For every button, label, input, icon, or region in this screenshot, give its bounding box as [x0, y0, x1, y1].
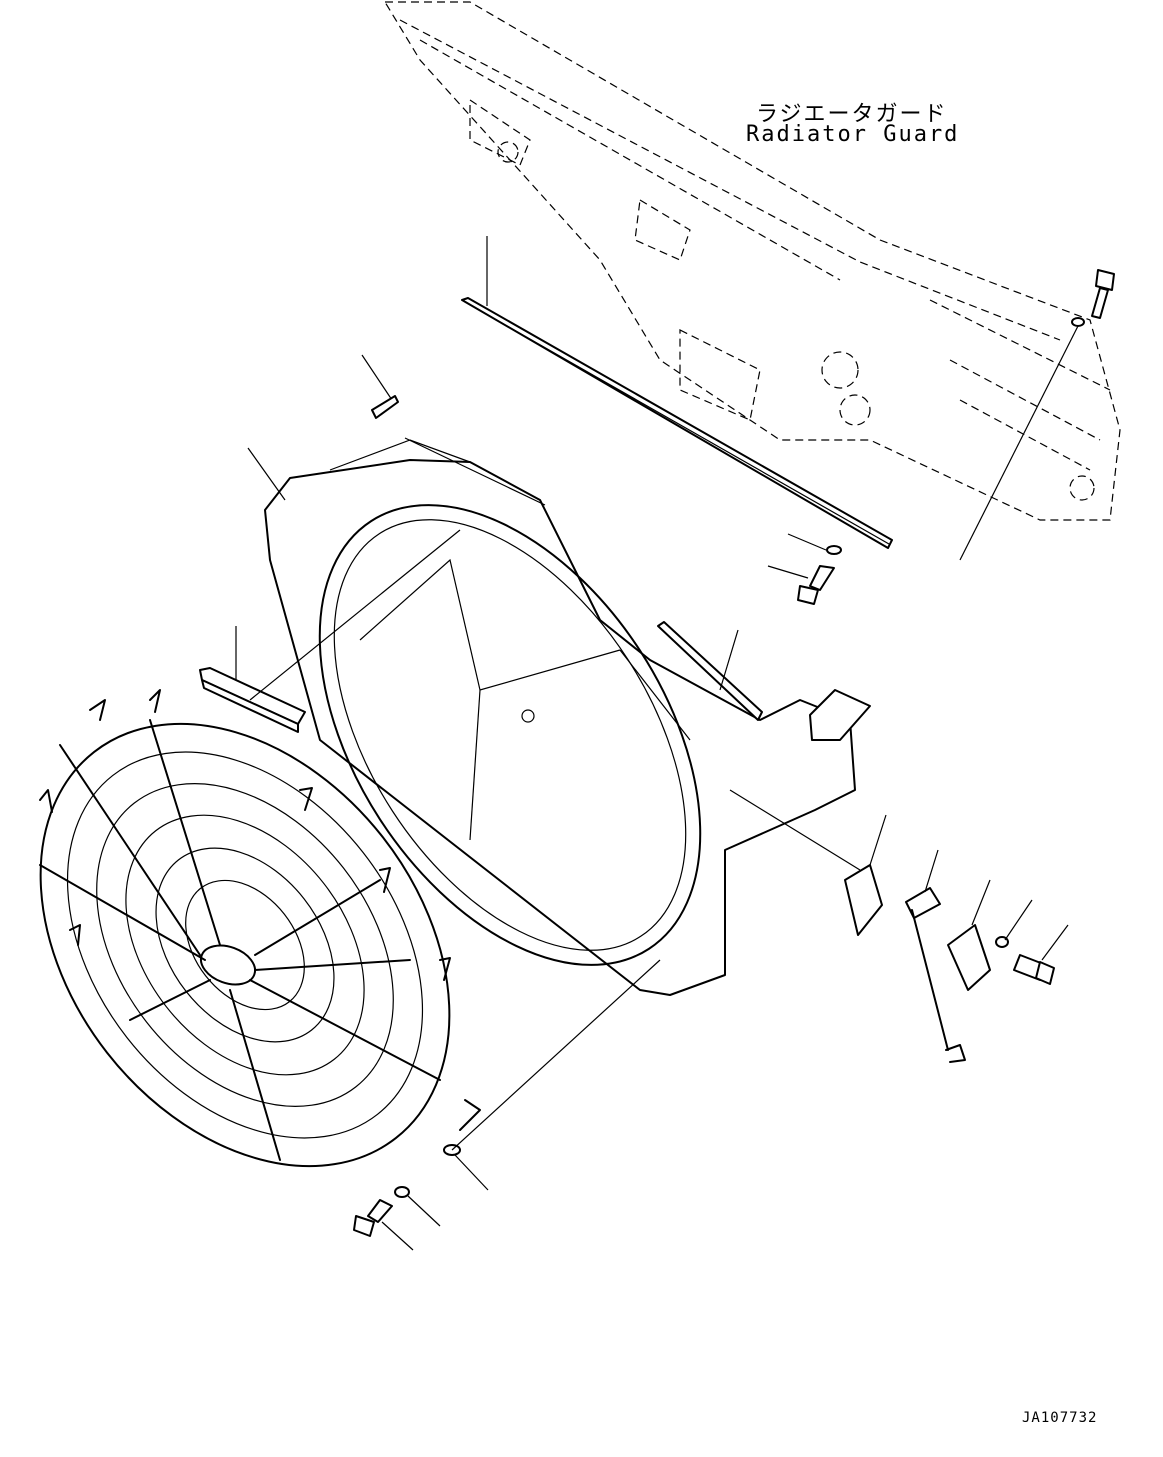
drawing-id: JA107732 [1022, 1410, 1098, 1426]
seal-strip-right [657, 621, 763, 721]
seal-strip [461, 236, 893, 549]
radiator-guard-frame [383, 1, 1121, 521]
fan-guard [39, 689, 481, 1168]
latch-rod [905, 849, 966, 1063]
bolt-bottom [353, 959, 661, 1251]
latch-hook [947, 879, 991, 991]
foam-block [199, 529, 461, 733]
latch-bolt [995, 899, 1069, 985]
bolt-top-right [959, 269, 1115, 561]
radiator-guard-label-en: Radiator Guard [746, 122, 960, 147]
fan-shroud [247, 354, 856, 996]
hinge-bracket [809, 689, 871, 741]
latch-plate [729, 789, 887, 936]
bolt-middle [767, 533, 842, 605]
radiator-guard-label-jp: ラジエータガード [756, 102, 948, 127]
